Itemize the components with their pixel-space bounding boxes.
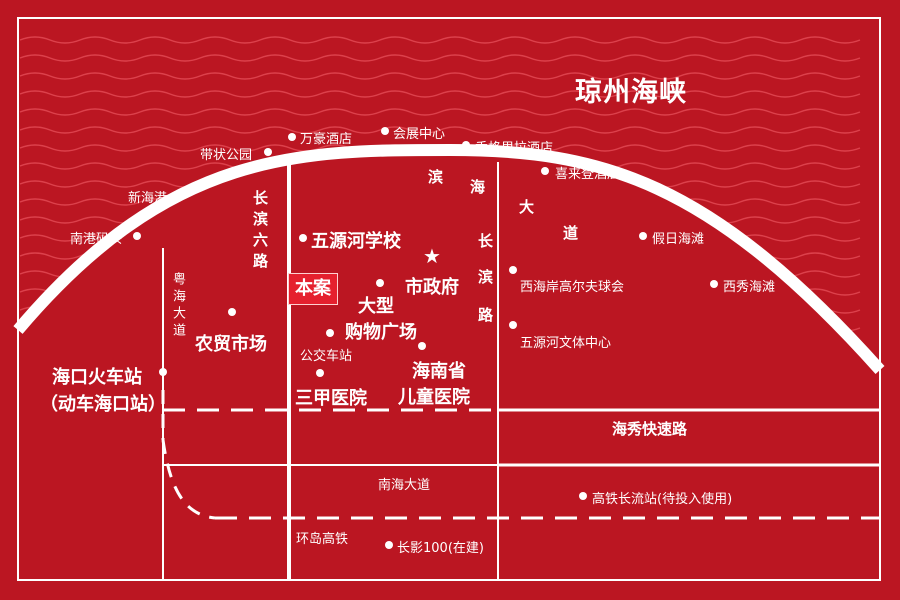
poi-daizhuang: 带状公园 — [200, 148, 253, 163]
poi-dot — [264, 148, 272, 156]
road-label-binhai-4: 道 — [563, 224, 579, 242]
poi-dot — [299, 234, 307, 242]
poi-holiday: 假日海滩 — [652, 232, 705, 247]
road-label-binhai-2: 海 — [470, 178, 486, 196]
poi-huizhan: 会展中心 — [393, 127, 446, 142]
poi-children-line2: 儿童医院 — [398, 387, 470, 408]
poi-dot — [579, 492, 587, 500]
poi-train-line2: （动车海口站） — [40, 394, 166, 415]
poi-dot — [509, 321, 517, 329]
road-label-haixiu: 海秀快速路 — [612, 420, 688, 438]
poi-wuyuan-culture: 五源河文体中心 — [520, 336, 612, 351]
poi-dot — [159, 368, 167, 376]
poi-farm-market: 农贸市场 — [195, 334, 267, 355]
poi-dot — [509, 266, 517, 274]
city-hall-star-icon: ★ — [423, 244, 441, 268]
poi-changying: 长影100(在建) — [397, 541, 484, 556]
land-area — [18, 150, 880, 580]
coastline — [13, 143, 885, 375]
sea-area — [18, 18, 880, 370]
poi-xixiu: 西秀海滩 — [723, 280, 776, 295]
road-label-binhai-1: 滨 — [428, 168, 444, 186]
poi-dot — [176, 192, 184, 200]
poi-dot — [376, 279, 384, 287]
poi-nangang: 南港码头 — [70, 232, 123, 247]
poi-sheraton: 喜来登酒店 — [555, 167, 621, 182]
road-label-nanhai: 南海大道 — [378, 478, 431, 493]
poi-golf: 西海岸高尔夫球会 — [520, 280, 625, 295]
poi-dot — [316, 369, 324, 377]
poi-bus-station: 公交车站 — [300, 349, 353, 364]
poi-train-line1: 海口火车站 — [52, 367, 142, 388]
poi-dot — [326, 329, 334, 337]
sea-name: 琼州海峡 — [575, 77, 687, 108]
poi-mall-line1: 大型 — [358, 296, 394, 317]
poi-wuyuan-school: 五源河学校 — [311, 231, 401, 252]
poi-dot — [418, 342, 426, 350]
road-label-changbin-1: 长 — [478, 232, 494, 250]
poi-children-line1: 海南省 — [412, 361, 466, 382]
road-label-changbin-3: 路 — [478, 306, 494, 324]
road-label-binhai-3: 大 — [519, 198, 535, 216]
poi-dot — [385, 541, 393, 549]
road-label-ring-rail: 环岛高铁 — [296, 532, 349, 547]
map-frame — [17, 17, 881, 581]
project-marker: 本案 — [288, 273, 338, 305]
rail-curve — [161, 439, 216, 520]
poi-wanhao: 万豪酒店 — [300, 132, 353, 147]
poi-dot — [133, 232, 141, 240]
road-label-changbin-2: 滨 — [478, 268, 494, 286]
poi-dot — [228, 308, 236, 316]
poi-mall-line2: 购物广场 — [345, 322, 417, 343]
poi-dot — [381, 127, 389, 135]
poi-shangrila: 香格里拉酒店 — [475, 141, 554, 156]
poi-xinhaigang: 新海港 — [128, 191, 168, 206]
poi-dot — [288, 133, 296, 141]
poi-dot — [462, 141, 470, 149]
poi-dot — [541, 167, 549, 175]
poi-sanjia: 三甲医院 — [295, 388, 367, 409]
road-label-changbin6: 长滨六路 — [251, 190, 269, 274]
road-label-yuehai: 粤海大道 — [170, 272, 185, 340]
poi-dot — [710, 280, 718, 288]
poi-city-hall: 市政府 — [405, 277, 459, 298]
poi-hsr-station: 高铁长流站(待投入使用) — [592, 492, 733, 507]
poi-dot — [639, 232, 647, 240]
